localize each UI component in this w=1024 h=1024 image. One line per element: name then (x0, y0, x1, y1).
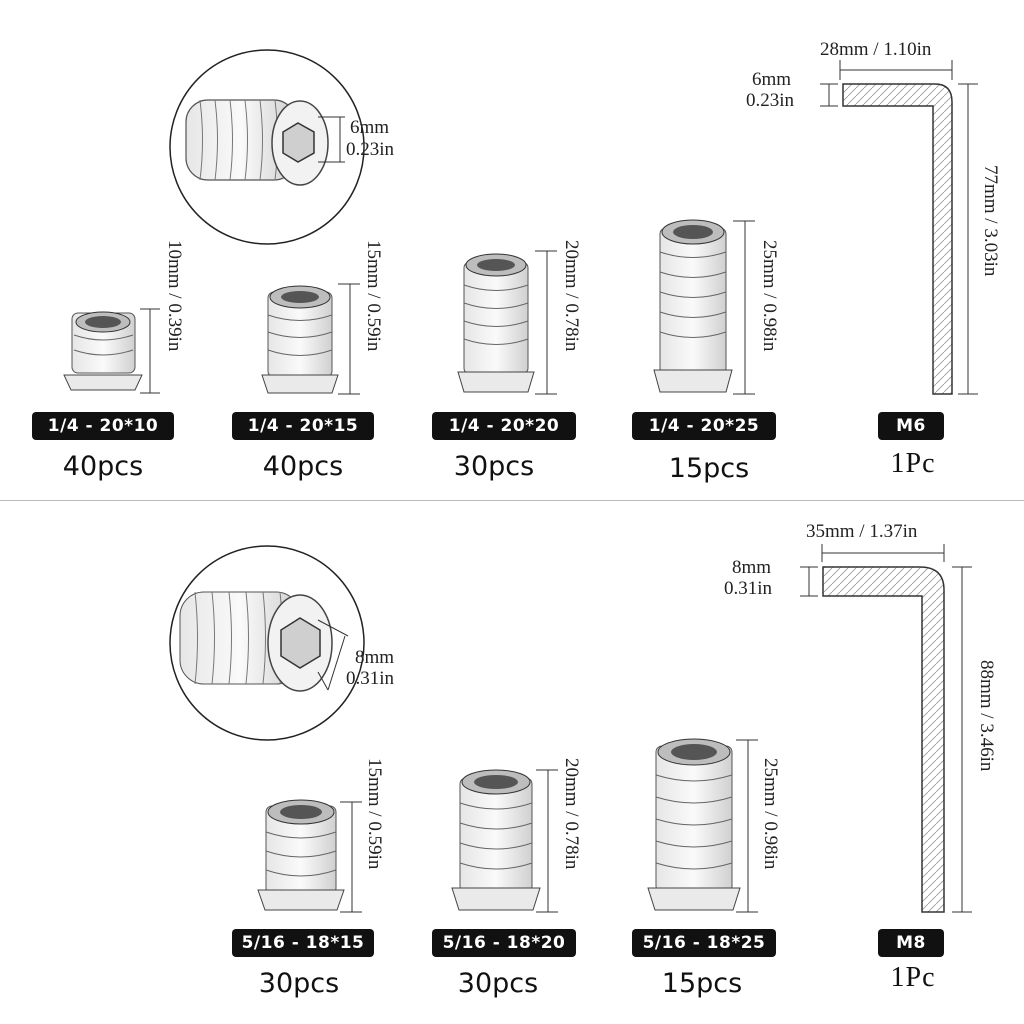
insert-height-dim: 15mm / 0.59in (363, 240, 384, 352)
insert-size-label: 1/4 - 20*25 (632, 412, 776, 440)
wrench-m6-length-dim: 77mm / 3.03in (980, 165, 1001, 277)
closeup-bottom-dim-mm: 8mm (355, 647, 395, 668)
insert-size-label: 5/16 - 18*15 (232, 929, 374, 957)
wrench-m6-quantity: 1Pc (890, 448, 936, 479)
insert-drawing-1-4-20x10 (63, 308, 160, 394)
wrench-m6-width-dim: 28mm / 1.10in (820, 39, 932, 60)
wrench-m8-label: M8 (878, 929, 944, 957)
insert-size-label: 1/4 - 20*10 (32, 412, 174, 440)
closeup-top-dim-in: 0.23in (346, 139, 395, 160)
wrench-m8-length-dim: 88mm / 3.46in (976, 660, 997, 772)
insert-quantity: 40pcs (62, 451, 144, 482)
insert-height-dim: 25mm / 0.98in (760, 758, 781, 870)
wrench-m6-thickness-in: 0.23in (746, 90, 795, 111)
insert-quantity: 30pcs (457, 968, 539, 999)
insert-quantity: 15pcs (668, 453, 750, 484)
closeup-bottom-dim-in: 0.31in (346, 668, 395, 689)
closeup-top-dim-mm: 6mm (350, 117, 390, 138)
wrench-m8-thickness-in: 0.31in (724, 578, 773, 599)
wrench-m6-thickness-mm: 6mm (752, 69, 792, 90)
insert-height-dim: 15mm / 0.59in (364, 758, 385, 870)
hex-wrench-m8-drawing (800, 544, 972, 913)
insert-drawing-5-16-18x25 (647, 738, 758, 913)
insert-height-dim: 20mm / 0.78in (561, 758, 582, 870)
insert-quantity: 40pcs (262, 451, 344, 482)
section-divider (0, 500, 1024, 501)
insert-drawing-5-16-18x20 (451, 769, 558, 913)
insert-height-dim: 20mm / 0.78in (561, 240, 582, 352)
closeup-circle-bottom (169, 545, 365, 741)
insert-size-label: 5/16 - 18*25 (632, 929, 776, 957)
insert-quantity: 30pcs (258, 968, 340, 999)
insert-quantity: 15pcs (661, 968, 743, 999)
insert-drawing-5-16-18x15 (257, 799, 362, 913)
insert-height-dim: 10mm / 0.39in (164, 240, 185, 352)
insert-drawing-1-4-20x20 (457, 250, 557, 395)
insert-drawing-1-4-20x15 (261, 283, 360, 395)
insert-size-label: 5/16 - 18*20 (432, 929, 576, 957)
hex-socket-icon (280, 617, 321, 669)
insert-size-label: 1/4 - 20*20 (432, 412, 576, 440)
hex-socket-icon (282, 122, 315, 163)
insert-height-dim: 25mm / 0.98in (759, 240, 780, 352)
hex-wrench-m6-drawing (820, 60, 978, 395)
wrench-m8-quantity: 1Pc (890, 962, 936, 993)
wrench-m6-label: M6 (878, 412, 944, 440)
insert-size-label: 1/4 - 20*15 (232, 412, 374, 440)
wrench-m8-thickness-mm: 8mm (732, 557, 772, 578)
closeup-circle-top (169, 49, 365, 245)
insert-drawing-1-4-20x25 (653, 219, 755, 395)
insert-quantity: 30pcs (453, 451, 535, 482)
wrench-m8-width-dim: 35mm / 1.37in (806, 521, 918, 542)
